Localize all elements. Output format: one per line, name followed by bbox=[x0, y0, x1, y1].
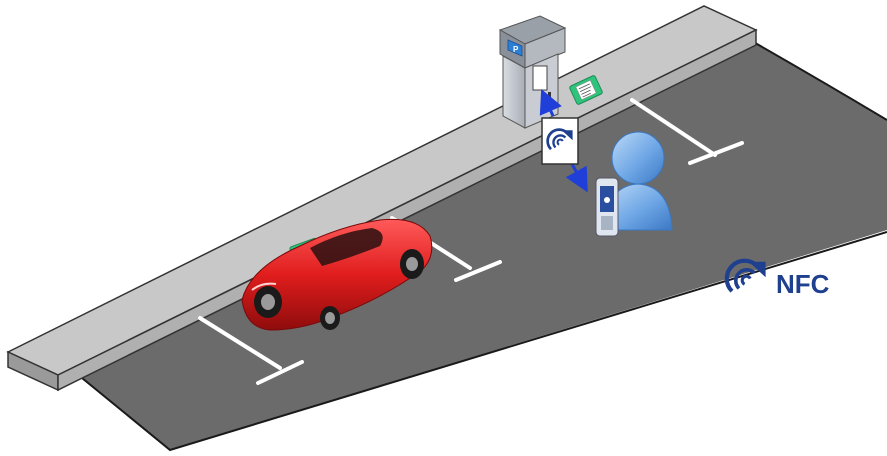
car-icon bbox=[241, 218, 433, 331]
nfc-label: NFC bbox=[776, 268, 830, 299]
nfc-legend: NFC bbox=[724, 250, 829, 310]
person-icon bbox=[603, 131, 673, 231]
arrow-icon bbox=[539, 89, 588, 193]
phone-icon bbox=[595, 177, 619, 237]
road bbox=[59, 39, 887, 452]
svg-text:P: P bbox=[513, 45, 519, 54]
nfc-card bbox=[541, 117, 579, 165]
parking-sign-icon: P bbox=[507, 39, 523, 57]
curb bbox=[6, 5, 758, 392]
nfc-icon bbox=[724, 258, 768, 302]
parking-meter-icon: P bbox=[498, 15, 567, 129]
